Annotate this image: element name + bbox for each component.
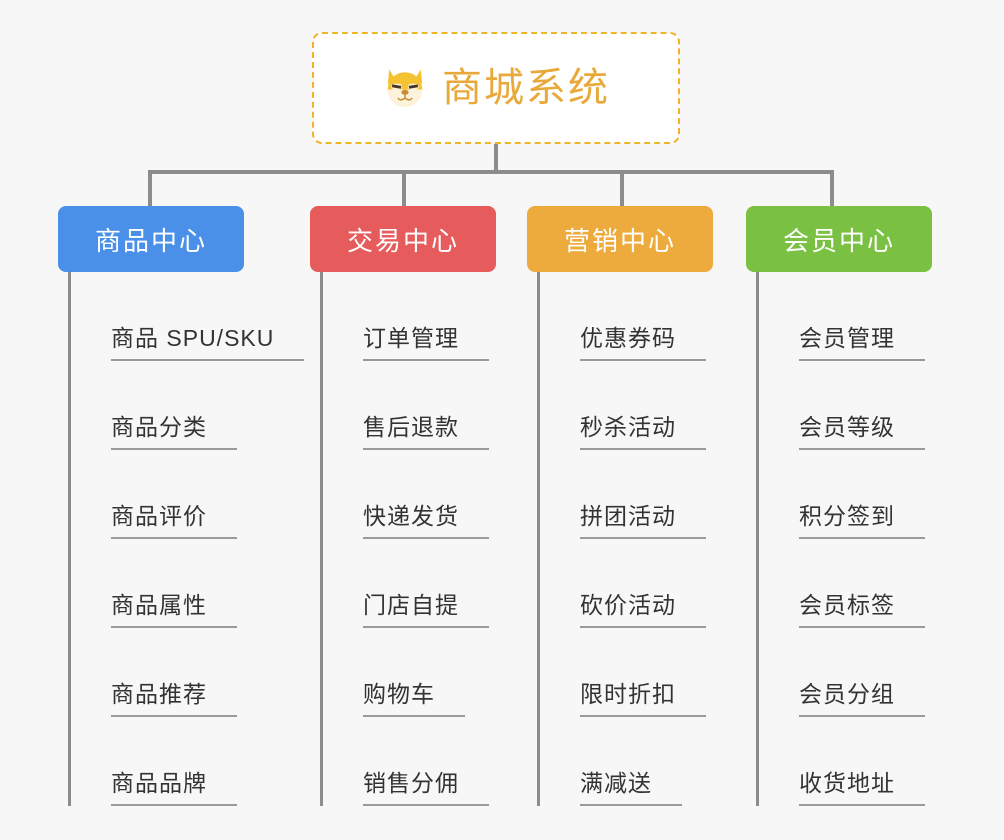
leaf-item[interactable]: 商品品牌 <box>85 717 288 806</box>
leaf-list-3: 优惠券码 秒杀活动 拼团活动 砍价活动 限时折扣 满减送 <box>537 272 749 806</box>
category-column-2: 交易中心 订单管理 售后退款 快递发货 门店自提 购物车 销售分佣 <box>310 206 536 806</box>
leaf-label: 订单管理 <box>363 325 459 352</box>
leaf-label: 商品推荐 <box>111 681 207 708</box>
leaf-item[interactable]: 秒杀活动 <box>554 361 749 450</box>
leaf-item[interactable]: 优惠券码 <box>554 272 749 361</box>
leaf-label: 会员标签 <box>799 592 895 619</box>
category-label-2: 交易中心 <box>346 225 459 256</box>
leaf-item[interactable]: 商品属性 <box>85 539 288 628</box>
category-label-1: 商品中心 <box>94 225 207 256</box>
leaf-item[interactable]: 门店自提 <box>337 539 536 628</box>
category-box-2[interactable]: 交易中心 <box>310 206 496 272</box>
connector-drop-3 <box>620 170 624 206</box>
leaf-list-1: 商品 SPU/SKU 商品分类 商品评价 商品属性 商品推荐 商品品牌 <box>68 272 305 806</box>
leaf-item[interactable]: 售后退款 <box>337 361 536 450</box>
leaf-item[interactable]: 订单管理 <box>337 272 536 361</box>
leaf-item[interactable]: 收货地址 <box>773 717 970 806</box>
leaf-item[interactable]: 满减送 <box>554 717 749 806</box>
leaf-label: 秒杀活动 <box>580 414 676 441</box>
connector-root-stem <box>494 144 498 172</box>
leaf-label: 销售分佣 <box>363 770 459 797</box>
leaf-label: 商品品牌 <box>111 770 207 797</box>
connector-drop-1 <box>148 170 152 206</box>
category-column-1: 商品中心 商品 SPU/SKU 商品分类 商品评价 商品属性 商品推荐 商品品牌 <box>58 206 305 806</box>
leaf-item[interactable]: 砍价活动 <box>554 539 749 628</box>
leaf-item[interactable]: 会员等级 <box>773 361 970 450</box>
leaf-label: 收货地址 <box>799 770 895 797</box>
leaf-label: 售后退款 <box>363 414 459 441</box>
leaf-label: 砍价活动 <box>580 592 676 619</box>
leaf-label: 拼团活动 <box>580 503 676 530</box>
leaf-label: 商品属性 <box>111 592 207 619</box>
leaf-label: 商品 SPU/SKU <box>111 325 275 352</box>
leaf-label: 门店自提 <box>363 592 459 619</box>
leaf-label: 限时折扣 <box>580 681 676 708</box>
leaf-label: 优惠券码 <box>580 325 676 352</box>
leaf-item[interactable]: 商品推荐 <box>85 628 288 717</box>
category-box-3[interactable]: 营销中心 <box>527 206 713 272</box>
leaf-label: 会员等级 <box>799 414 895 441</box>
dog-face-icon <box>387 69 423 107</box>
category-box-1[interactable]: 商品中心 <box>58 206 244 272</box>
leaf-item[interactable]: 积分签到 <box>773 450 970 539</box>
connector-horizontal-bar <box>148 170 834 174</box>
leaf-item[interactable]: 商品分类 <box>85 361 288 450</box>
leaf-item[interactable]: 商品评价 <box>85 450 288 539</box>
leaf-item[interactable]: 销售分佣 <box>337 717 536 806</box>
leaf-label: 会员管理 <box>799 325 895 352</box>
connector-drop-2 <box>402 170 406 206</box>
leaf-item[interactable]: 购物车 <box>337 628 536 717</box>
leaf-item[interactable]: 会员分组 <box>773 628 970 717</box>
root-title: 商城系统 <box>442 66 610 110</box>
leaf-item[interactable]: 会员管理 <box>773 272 970 361</box>
leaf-label: 商品评价 <box>111 503 207 530</box>
leaf-label: 会员分组 <box>799 681 895 708</box>
leaf-item[interactable]: 商品 SPU/SKU <box>85 272 305 361</box>
leaf-label: 商品分类 <box>111 414 207 441</box>
category-label-3: 营销中心 <box>563 225 676 256</box>
leaf-list-2: 订单管理 售后退款 快递发货 门店自提 购物车 销售分佣 <box>320 272 536 806</box>
leaf-label: 满减送 <box>580 770 652 797</box>
leaf-item[interactable]: 限时折扣 <box>554 628 749 717</box>
leaf-list-4: 会员管理 会员等级 积分签到 会员标签 会员分组 收货地址 <box>756 272 970 806</box>
leaf-label: 购物车 <box>363 681 435 708</box>
category-label-4: 会员中心 <box>782 225 895 256</box>
category-box-4[interactable]: 会员中心 <box>746 206 932 272</box>
leaf-item[interactable]: 快递发货 <box>337 450 536 539</box>
category-column-3: 营销中心 优惠券码 秒杀活动 拼团活动 砍价活动 限时折扣 满减送 <box>527 206 749 806</box>
connector-drop-4 <box>830 170 834 206</box>
category-column-4: 会员中心 会员管理 会员等级 积分签到 会员标签 会员分组 收货地址 <box>746 206 970 806</box>
leaf-label: 快递发货 <box>363 503 459 530</box>
leaf-label: 积分签到 <box>799 503 895 530</box>
leaf-item[interactable]: 会员标签 <box>773 539 970 628</box>
root-node[interactable]: 商城系统 <box>312 32 680 144</box>
leaf-item[interactable]: 拼团活动 <box>554 450 749 539</box>
